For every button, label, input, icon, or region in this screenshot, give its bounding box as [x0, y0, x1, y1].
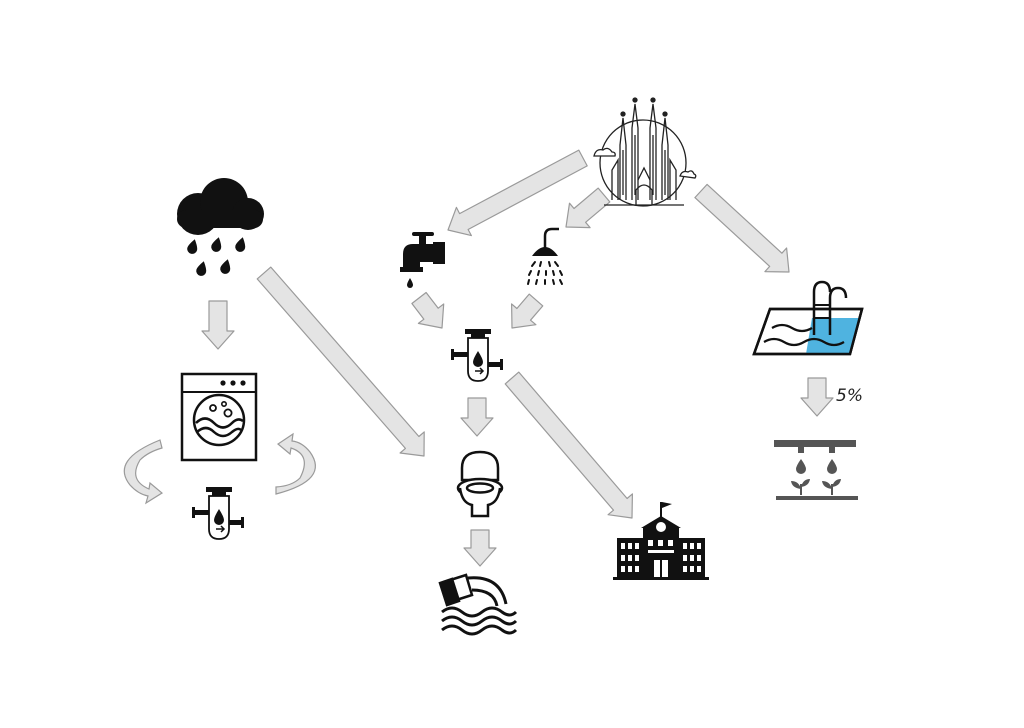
shower-icon [527, 227, 563, 285]
toilet-icon [456, 450, 504, 518]
arrows-layer [201, 149, 834, 567]
arrow-pool-to-irrigation [800, 377, 834, 417]
sagrada-familia-icon [593, 97, 697, 207]
water-filter-icon-center [450, 328, 504, 382]
water-tap-icon [400, 232, 445, 288]
arrow-city-to-shower [565, 187, 611, 229]
edge-label-pool-irrigation: 5% [836, 386, 863, 406]
water-filter-icon-left [191, 486, 245, 540]
cycle-arrow-right [275, 432, 316, 495]
arrow-city-to-tap [447, 149, 588, 237]
arrow-filter-center-to-toilet [460, 397, 494, 437]
arrow-filter-center-to-school [504, 371, 634, 519]
arrow-tap-to-filter-center [411, 291, 445, 329]
rain-cloud-icon [177, 178, 264, 278]
arrow-shower-to-filter-center [511, 293, 544, 329]
school-building-icon [613, 502, 709, 580]
washing-machine-icon [180, 372, 258, 462]
arrow-city-to-pool [694, 183, 790, 273]
arrow-rain-to-toilet [256, 266, 425, 457]
drip-irrigation-icon [774, 440, 858, 500]
arrow-rain-to-washing-machine [201, 300, 235, 350]
swimming-pool-icon [752, 280, 864, 356]
cycle-arrow-left [123, 439, 164, 505]
sewage-outlet-icon [438, 573, 518, 636]
arrow-toilet-to-sewer [463, 529, 497, 567]
